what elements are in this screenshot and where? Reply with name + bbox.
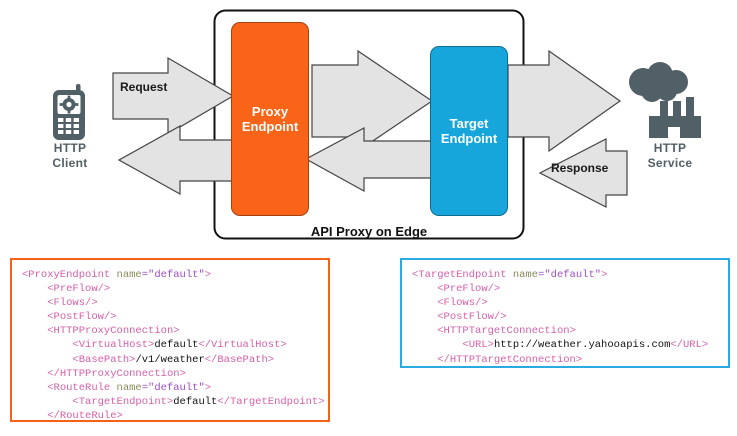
- code-line: <Flows/>: [22, 296, 318, 310]
- code-token-tx: [412, 339, 462, 351]
- target-endpoint-label-line2: Endpoint: [440, 131, 498, 146]
- request-arrow-label: Request: [120, 80, 168, 94]
- code-token-tx: [22, 325, 47, 337]
- code-token-tg: </RouteRule>: [47, 409, 123, 422]
- code-line: </TargetEndpoint>: [412, 367, 718, 368]
- code-line: <PreFlow/>: [22, 282, 318, 296]
- code-token-av: ="default": [141, 381, 205, 394]
- code-token-tx: default: [154, 339, 199, 352]
- code-token-tg: </HTTPProxyConnection>: [47, 367, 186, 380]
- code-token-tx: [412, 297, 437, 309]
- code-token-tx: [22, 368, 47, 380]
- code-token-tx: /v1/weather: [135, 353, 205, 366]
- code-token-tx: [22, 311, 47, 323]
- arrow-response: [538, 138, 628, 208]
- code-line: <TargetEndpoint name="default">: [412, 268, 718, 282]
- code-token-tx: [412, 283, 437, 295]
- http-service-caption: HTTP Service: [625, 141, 715, 171]
- code-token-tg: <BasePath>: [72, 353, 136, 366]
- code-line: <Flows/>: [412, 296, 718, 310]
- code-line: </HTTPProxyConnection>: [22, 367, 318, 381]
- code-token-tx: default: [173, 395, 218, 408]
- code-token-tg: <URL>: [462, 339, 494, 352]
- code-token-tg: </BasePath>: [204, 353, 275, 366]
- http-client-caption: HTTP Client: [25, 141, 115, 171]
- code-token-tx: [412, 311, 437, 323]
- code-line: <URL>http://weather.yahooapis.com</URL>: [412, 338, 718, 352]
- code-token-tg: </URL>: [670, 339, 709, 352]
- code-token-tg: >: [204, 269, 212, 281]
- code-token-tg: <TargetEndpoint: [412, 269, 513, 281]
- http-service-caption-line2: Service: [647, 156, 693, 170]
- code-line: <RouteRule name="default">: [22, 381, 318, 395]
- code-line: <ProxyEndpoint name="default">: [22, 268, 318, 282]
- proxy-endpoint-box[interactable]: Proxy Endpoint: [231, 22, 309, 216]
- code-line: </RouteRule>: [22, 409, 318, 422]
- arrow-target-to-service: [507, 49, 622, 153]
- code-token-tx: [412, 325, 437, 337]
- mobile-phone-gear-icon: [53, 84, 85, 140]
- code-token-tg: >: [601, 269, 608, 281]
- proxy-endpoint-xml-block[interactable]: <ProxyEndpoint name="default"> <PreFlow/…: [10, 258, 330, 422]
- target-endpoint-box[interactable]: Target Endpoint: [430, 46, 508, 216]
- code-token-tg: <TargetEndpoint>: [72, 395, 174, 408]
- code-token-tg: <Flows/>: [437, 297, 488, 310]
- code-token-at: name: [116, 269, 142, 281]
- http-client-caption-line2: Client: [52, 156, 88, 170]
- code-token-av: ="default": [538, 269, 602, 281]
- code-token-tx: [22, 410, 47, 420]
- cloud-factory-icon: [629, 62, 701, 138]
- code-line: <HTTPTargetConnection>: [412, 324, 718, 338]
- response-arrow-label: Response: [551, 161, 609, 175]
- proxy-endpoint-label-line2: Endpoint: [241, 119, 299, 134]
- target-endpoint-label-line1: Target: [449, 116, 489, 131]
- code-token-tg: <ProxyEndpoint: [22, 269, 117, 281]
- proxy-endpoint-label-line1: Proxy: [251, 104, 289, 119]
- code-token-tg: <HTTPProxyConnection>: [47, 325, 180, 338]
- arrow-proxy-to-target: [311, 49, 434, 153]
- code-token-tg: <VirtualHost>: [72, 339, 155, 352]
- code-line: <PostFlow/>: [412, 310, 718, 324]
- arrow-target-to-proxy: [304, 126, 433, 193]
- code-line: <HTTPProxyConnection>: [22, 324, 318, 338]
- code-line: <BasePath>/v1/weather</BasePath>: [22, 353, 318, 367]
- code-token-tg: <RouteRule: [47, 381, 117, 394]
- http-service-caption-line1: HTTP: [653, 141, 687, 155]
- code-token-tg: <Flows/>: [47, 297, 98, 310]
- code-token-tg: <PreFlow/>: [437, 283, 501, 296]
- code-token-tg: <PostFlow/>: [437, 311, 507, 324]
- code-line: <PostFlow/>: [22, 310, 318, 324]
- proxy-endpoint-label: Proxy Endpoint: [232, 104, 308, 134]
- code-token-tg: >: [204, 381, 212, 394]
- api-proxy-caption: API Proxy on Edge: [310, 224, 428, 239]
- code-token-tx: http://weather.yahooapis.com: [493, 339, 671, 352]
- target-endpoint-label: Target Endpoint: [431, 116, 507, 146]
- code-token-tg: </TargetEndpoint>: [217, 395, 325, 408]
- code-token-at: name: [512, 269, 539, 281]
- code-token-tg: <PreFlow/>: [47, 283, 111, 296]
- code-token-av: ="default": [141, 269, 205, 281]
- code-token-tx: [22, 297, 47, 309]
- code-line: <TargetEndpoint>default</TargetEndpoint>: [22, 395, 324, 409]
- code-line: <PreFlow/>: [412, 282, 718, 296]
- code-token-tx: [22, 283, 47, 295]
- code-token-at: name: [116, 381, 142, 394]
- code-token-tx: [22, 354, 72, 366]
- code-line: <VirtualHost>default</VirtualHost>: [22, 338, 318, 352]
- api-proxy-diagram: [53, 9, 701, 240]
- code-line: </HTTPTargetConnection>: [412, 353, 718, 366]
- code-token-tx: [22, 382, 47, 394]
- code-token-tx: [22, 396, 72, 408]
- code-token-tg: <PostFlow/>: [47, 311, 117, 324]
- code-token-tg: <HTTPTargetConnection>: [437, 325, 576, 338]
- target-endpoint-xml-block[interactable]: <TargetEndpoint name="default"> <PreFlow…: [400, 258, 730, 368]
- code-token-tx: [412, 354, 437, 366]
- arrow-request: [112, 56, 235, 136]
- code-token-tg: </VirtualHost>: [198, 339, 287, 352]
- code-token-tg: </HTTPTargetConnection>: [437, 353, 583, 366]
- http-client-caption-line1: HTTP: [53, 141, 87, 155]
- arrow-proxy-to-client: [117, 124, 235, 196]
- code-token-tx: [22, 339, 72, 351]
